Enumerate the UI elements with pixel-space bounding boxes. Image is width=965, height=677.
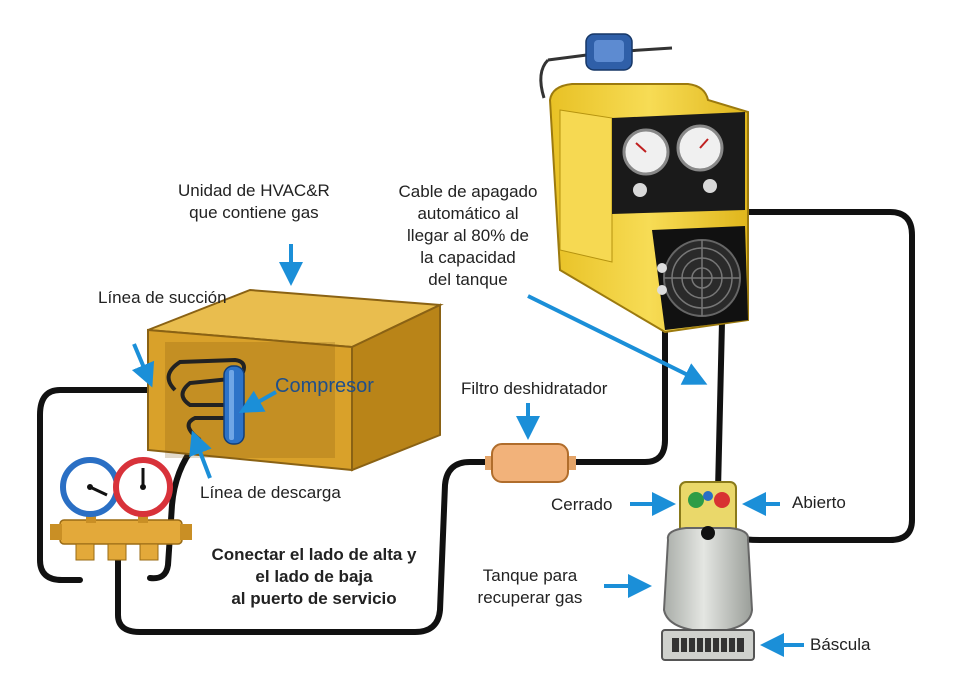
label-closed: Cerrado <box>551 495 613 514</box>
scale <box>661 629 755 661</box>
manifold-gauge-set <box>50 457 192 561</box>
tank-valve-red-icon <box>714 492 730 508</box>
label-compressor: Compresor <box>275 375 374 397</box>
tank-valve-green-icon <box>688 492 704 508</box>
arrow-compressor <box>238 390 277 413</box>
label-scale: Báscula <box>810 635 871 654</box>
label-hvac-unit: Unidad de HVAC&R que contiene gas <box>178 181 330 222</box>
label-suction-line: Línea de succión <box>98 288 227 307</box>
label-connect: Conectar el lado de alta y el lado de ba… <box>211 545 417 608</box>
suction-hose <box>37 387 178 583</box>
filter-drier <box>485 443 576 483</box>
arrow-suction-line <box>131 343 155 388</box>
label-open: Abierto <box>792 493 846 512</box>
compressor <box>223 365 245 445</box>
label-auto-shutoff: Cable de apagado automático al llegar al… <box>398 182 538 289</box>
recovery-tank <box>662 481 754 634</box>
label-tank: Tanque para recuperar gas <box>477 566 583 607</box>
discharge-hose <box>147 442 198 582</box>
manifold-to-filter-hose <box>115 459 495 635</box>
arrow-discharge-line <box>189 430 212 479</box>
label-discharge-line: Línea de descarga <box>200 483 341 502</box>
recovery-machine <box>539 33 749 334</box>
machine-to-tank-hose <box>715 319 725 493</box>
label-filter: Filtro deshidratador <box>461 379 608 398</box>
callout-arrows <box>131 244 804 657</box>
arrow-auto-shutoff <box>527 294 708 385</box>
filter-to-machine-hose <box>572 327 668 465</box>
